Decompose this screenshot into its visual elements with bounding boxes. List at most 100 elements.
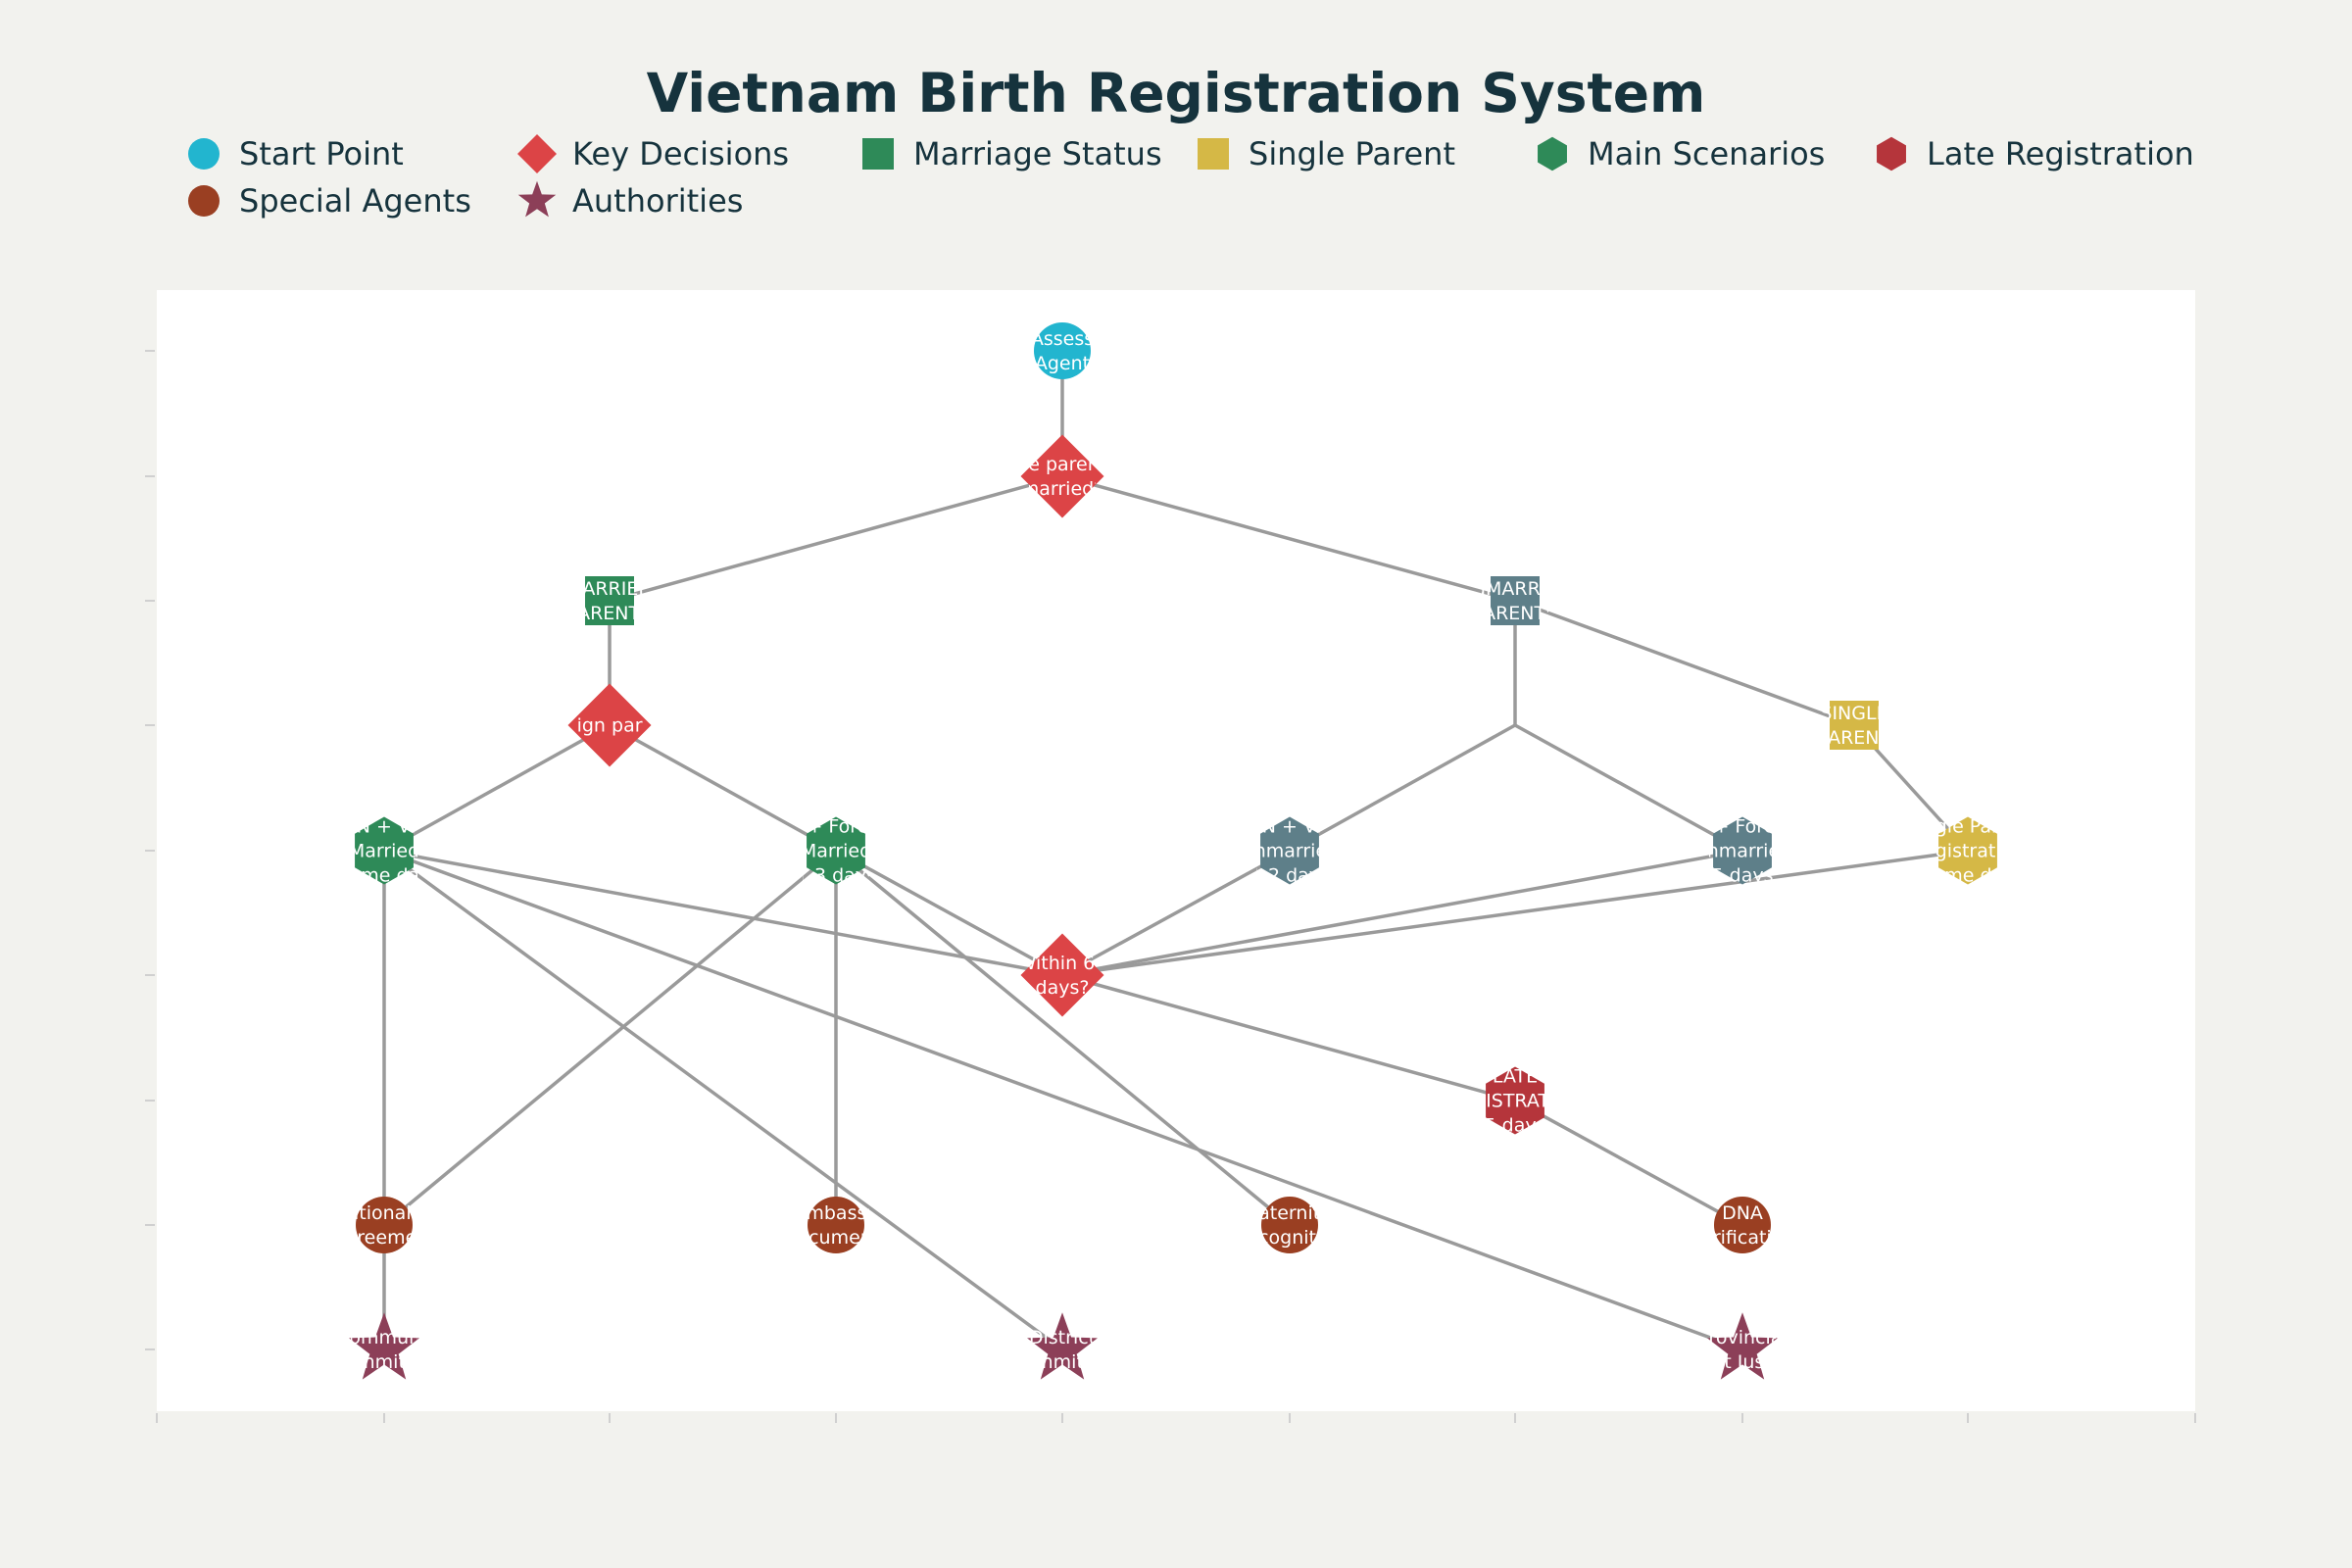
node-single: SINGLE PARENT <box>1818 701 1891 750</box>
star-node-icon <box>1707 1312 1778 1380</box>
node-label: Unmarried <box>1241 841 1339 862</box>
legend-item: Main Scenarios <box>1538 135 1825 172</box>
node-label: Documents <box>783 1227 889 1249</box>
node-foreign-q: Foreign parent? <box>537 683 683 767</box>
node-label: 1-2 days <box>1250 865 1330 887</box>
node-label: Committee <box>332 1351 435 1373</box>
node-label: Foreign parent? <box>537 715 683 737</box>
edge-line <box>1514 599 1855 727</box>
node-label: PARENTS <box>1473 603 1557 624</box>
legend-item: Start Point <box>188 135 404 172</box>
node-label: days? <box>1036 977 1090 999</box>
node-label: Nationality <box>333 1202 434 1224</box>
hexagon-marker-icon <box>1877 136 1906 172</box>
circle-marker-icon <box>188 185 220 217</box>
node-label: 1-3 days <box>796 865 876 887</box>
node-label: MARRIED <box>566 578 653 600</box>
diamond-marker-icon <box>517 134 557 173</box>
square-marker-icon <box>1198 138 1229 170</box>
legend-label: Key Decisions <box>572 135 789 172</box>
diamond-node-icon <box>1020 434 1104 518</box>
legend-label: Late Registration <box>1927 135 2194 172</box>
legend-item: Special Agents <box>188 182 471 220</box>
node-label: Committee <box>1010 1351 1113 1373</box>
legend-label: Main Scenarios <box>1588 135 1825 172</box>
diamond-node-icon <box>1020 933 1104 1017</box>
node-label: Same day <box>1922 865 2015 887</box>
node-label: Are parents <box>1008 454 1116 475</box>
node-label: VN + VN <box>344 816 424 838</box>
diamond-node-icon <box>567 683 652 767</box>
circle-node-icon <box>1714 1197 1771 1253</box>
edge-line <box>1289 723 1516 853</box>
node-label: District <box>1029 1327 1096 1348</box>
legend-item: Late Registration <box>1877 135 2194 172</box>
square-node-icon <box>1491 576 1540 625</box>
legend-item: Single Parent <box>1198 135 1455 172</box>
node-label: Registration <box>1912 841 2025 862</box>
node-vn-unmarried: VN + VN Unmarried 1-2 days <box>1241 816 1339 887</box>
hexagon-node-icon <box>1713 816 1772 885</box>
node-label: VN + VN <box>1250 816 1330 838</box>
legend-label: Special Agents <box>239 182 471 220</box>
node-label: Assess <box>1031 328 1094 350</box>
node-label: Dept Justice <box>1687 1351 1798 1373</box>
node-label: Married <box>349 841 419 862</box>
star-marker-icon <box>517 180 557 218</box>
axis-ticks <box>145 350 2196 1423</box>
legend-label: Single Parent <box>1249 135 1455 172</box>
square-node-icon <box>1830 701 1879 750</box>
node-label: Commune <box>336 1327 432 1348</box>
circle-marker-icon <box>188 138 220 170</box>
node-label: Paternity <box>1249 1202 1332 1224</box>
edge-line <box>1061 849 1743 977</box>
circle-node-icon <box>1034 322 1091 379</box>
square-node-icon <box>585 576 634 625</box>
circle-node-icon <box>356 1197 413 1253</box>
edge-line <box>1061 849 1969 977</box>
edge-line <box>382 849 1064 1351</box>
edge-line <box>834 849 1292 1227</box>
star-node-icon <box>1027 1312 1098 1380</box>
node-label: PARENT <box>1818 727 1891 749</box>
hexagon-node-icon <box>1938 816 1997 885</box>
node-label: Married <box>801 841 871 862</box>
legend-item: Marriage Status <box>862 135 1162 172</box>
diagram-title: Vietnam Birth Registration System <box>647 62 1706 124</box>
node-label: Agent <box>1035 353 1090 374</box>
hexagon-node-icon <box>1486 1066 1544 1135</box>
edge-line <box>609 723 837 853</box>
node-label: 5 days <box>1712 865 1774 887</box>
hexagon-node-icon <box>355 816 414 885</box>
circle-node-icon <box>1261 1197 1318 1253</box>
node-label: Agreement <box>332 1227 436 1249</box>
hexagon-node-icon <box>807 816 865 885</box>
plot-area <box>157 290 2195 1411</box>
star-node-icon <box>349 1312 419 1380</box>
edge-line <box>1514 1099 1743 1227</box>
node-label: SINGLE <box>1820 703 1887 724</box>
edge-line <box>382 849 838 1227</box>
node-label: Verification <box>1690 1227 1795 1249</box>
edge-line <box>1514 723 1743 853</box>
edge-line <box>835 849 1063 977</box>
node-label: Embassy <box>794 1202 877 1224</box>
node-label: Same day <box>338 865 431 887</box>
node-label: LATE <box>1493 1066 1538 1088</box>
edge-line <box>609 474 1063 603</box>
